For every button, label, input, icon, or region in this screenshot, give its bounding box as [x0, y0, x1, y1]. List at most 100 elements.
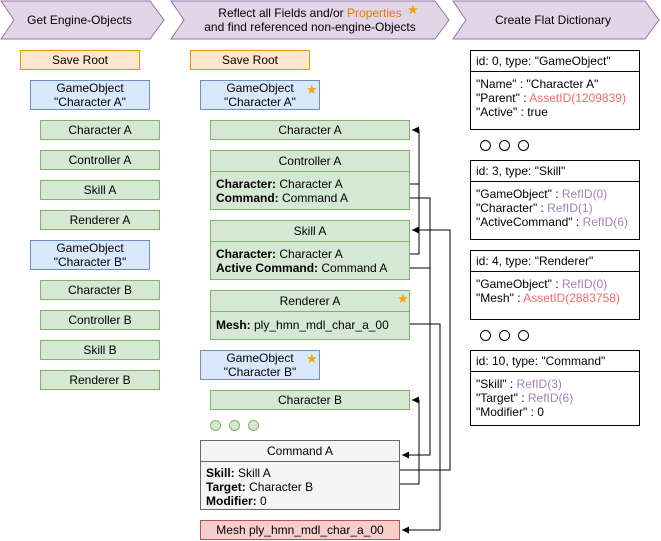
- header-get-engine-objects: Get Engine-Objects: [0, 0, 165, 40]
- dict-entry-4: id: 4, type: "Renderer" "GameObject" : R…: [470, 250, 640, 320]
- col1-component-label: Character B: [67, 283, 133, 297]
- col2-command-title: Command A: [201, 441, 399, 462]
- header-reflect-line2: and find referenced non-engine-Objects: [204, 20, 416, 34]
- header-create-flat-dictionary-shape: [452, 0, 660, 40]
- field-name: Active Command:: [216, 261, 319, 275]
- col1-component: Renderer A: [40, 210, 160, 230]
- ref-controller-command: [402, 197, 431, 459]
- col2-gameobject-a-label: GameObject "Character A": [224, 81, 296, 109]
- col1-gameobject-b: GameObject "Character B": [30, 240, 150, 270]
- ref-command-skill: [400, 226, 451, 471]
- col2-character-b: Character B: [210, 390, 410, 410]
- col2-controller-card: Controller A Character: Character A Comm…: [210, 150, 410, 210]
- header-get-engine-objects-shape: [0, 0, 165, 40]
- col1-component-label: Renderer A: [69, 213, 131, 227]
- col3-ellipsis: [480, 140, 529, 151]
- col2-controller-title: Controller A: [211, 151, 409, 172]
- col2-skill-card: Skill A Character: Character A Active Co…: [210, 220, 410, 280]
- ref-renderer-mesh: [402, 323, 441, 534]
- field-name: Command:: [216, 191, 279, 205]
- col2-gameobject-b: GameObject "Character B": [200, 350, 320, 380]
- header-get-engine-objects-label: Get Engine-Objects: [27, 13, 132, 27]
- col1-component-label: Skill A: [83, 183, 117, 197]
- field-value: Character A: [276, 177, 343, 191]
- col3-ellipsis: [480, 330, 529, 341]
- field-value: Character A: [276, 247, 343, 261]
- field-name: Skill:: [206, 466, 235, 480]
- col2-mesh: Mesh ply_hmn_mdl_char_a_00: [200, 520, 400, 540]
- field-value: Command A: [318, 261, 388, 275]
- ref-command-target: [400, 396, 420, 485]
- dict-line: "Active" : true: [476, 105, 548, 119]
- field-value: Character B: [245, 480, 314, 494]
- col1-component-label: Controller A: [68, 153, 132, 167]
- col2-save-root: Save Root: [190, 50, 310, 70]
- dict-entry-header: id: 4, type: "Renderer": [471, 251, 639, 272]
- col1-component: Skill A: [40, 180, 160, 200]
- col1-component-label: Character A: [68, 123, 132, 137]
- col2-character-b-label: Character B: [277, 393, 343, 407]
- col2-skill-title: Skill A: [211, 221, 409, 242]
- ref-skill-character: [410, 130, 420, 255]
- col1-component-label: Renderer B: [69, 373, 131, 387]
- ellipsis-dot: [518, 330, 529, 341]
- col1-gameobject-a-label: GameObject "Character A": [54, 81, 126, 109]
- star-icon: ★: [397, 291, 409, 306]
- ellipsis-dot: [499, 140, 510, 151]
- header-reflect-line1: Reflect all Fields and/or: [218, 6, 348, 20]
- header-create-flat-dictionary-label: Create Flat Dictionary: [494, 13, 612, 27]
- col2-save-root-label: Save Root: [221, 53, 279, 67]
- ellipsis-dot: [480, 140, 491, 151]
- col1-component-label: Controller B: [68, 313, 132, 327]
- field-value: Command A: [278, 191, 349, 205]
- dict-key: "ActiveCommand" :: [476, 215, 583, 229]
- field-name: Character:: [216, 177, 277, 191]
- col1-component: Renderer B: [40, 370, 160, 390]
- ellipsis-dot: [210, 420, 221, 431]
- dict-key: "Parent" :: [476, 91, 530, 105]
- col1-component: Controller B: [40, 310, 160, 330]
- dict-ref-id: RefID(0): [561, 187, 608, 201]
- col2-renderer-card: Renderer A Mesh: ply_hmn_mdl_char_a_00: [210, 290, 410, 340]
- dict-ref-id: RefID(1): [547, 201, 593, 215]
- field-name: Modifier:: [206, 494, 257, 508]
- dict-key: "GameObject" :: [476, 187, 562, 201]
- ellipsis-dot: [518, 140, 529, 151]
- col1-component: Character A: [40, 120, 160, 140]
- dict-key: "Mesh" :: [476, 291, 524, 305]
- col1-gameobject-b-label: GameObject "Character B": [53, 241, 127, 269]
- col2-ellipsis: [210, 420, 259, 431]
- dict-entry-header: id: 10, type: "Command": [471, 351, 639, 372]
- col1-gameobject-a: GameObject "Character A": [30, 80, 150, 110]
- dict-asset-id: AssetID(2883758): [523, 291, 620, 305]
- dict-key: "GameObject" :: [476, 277, 562, 291]
- col1-save-root-label: Save Root: [51, 53, 109, 67]
- col2-character-a-label: Character A: [278, 123, 342, 137]
- field-value: Skill A: [234, 466, 271, 480]
- dict-entry-10: id: 10, type: "Command" "Skill" : RefID(…: [470, 350, 640, 426]
- ellipsis-dot: [480, 330, 491, 341]
- dict-ref-id: RefID(3): [516, 377, 562, 391]
- header-properties-highlight: Properties: [347, 6, 402, 20]
- dict-ref-id: RefID(6): [582, 215, 628, 229]
- ellipsis-dot: [248, 420, 259, 431]
- ref-controller-character: [410, 126, 420, 185]
- field-name: Mesh:: [216, 318, 251, 332]
- col2-gameobject-a: GameObject "Character A": [200, 80, 320, 110]
- dict-entry-0: id: 0, type: "GameObject" "Name" : "Char…: [470, 50, 640, 130]
- dict-key: "Character" :: [476, 201, 548, 215]
- header-create-flat-dictionary: Create Flat Dictionary: [452, 0, 660, 40]
- col1-save-root: Save Root: [20, 50, 140, 70]
- star-icon: ★: [306, 351, 318, 366]
- col1-component: Character B: [40, 280, 160, 300]
- dict-line: "Modifier" : 0: [476, 405, 544, 419]
- field-name: Target:: [206, 480, 246, 494]
- ellipsis-dot: [499, 330, 510, 341]
- col1-component-label: Skill B: [83, 343, 117, 357]
- dict-entry-header: id: 0, type: "GameObject": [471, 51, 639, 72]
- field-value: ply_hmn_mdl_char_a_00: [250, 318, 389, 332]
- col1-component: Skill B: [40, 340, 160, 360]
- dict-entry-3: id: 3, type: "Skill" "GameObject" : RefI…: [470, 160, 640, 240]
- col2-renderer-title: Renderer A: [211, 291, 409, 312]
- col2-mesh-label: Mesh ply_hmn_mdl_char_a_00: [216, 523, 384, 537]
